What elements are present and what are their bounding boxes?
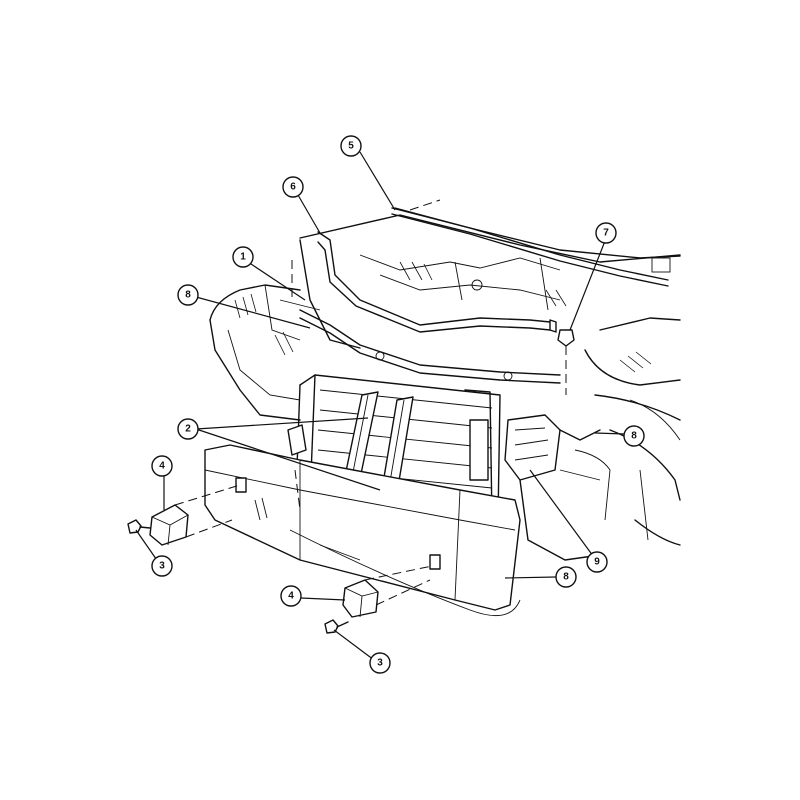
callout-8-lower: 8: [555, 566, 577, 588]
svg-text:8: 8: [563, 572, 569, 583]
left-fender-apron: [209, 260, 321, 421]
callout-1: 1: [232, 246, 254, 268]
bolt-3-lower: [324, 619, 349, 634]
clip-7: [557, 329, 575, 395]
svg-text:3: 3: [159, 561, 165, 572]
air-duct: [504, 414, 601, 561]
callout-5: 5: [340, 135, 362, 157]
bolt-3-left: [127, 519, 151, 534]
front-bumper: [204, 444, 521, 617]
hood-seal-6: [317, 231, 557, 333]
svg-text:1: 1: [240, 252, 246, 263]
callout-3-left: 3: [151, 555, 173, 577]
callout-2: 2: [177, 418, 199, 440]
callout-6: 6: [282, 176, 304, 198]
callout-9: 9: [586, 551, 608, 573]
cowl-seal-5: [391, 199, 669, 287]
svg-text:5: 5: [348, 141, 354, 152]
svg-text:6: 6: [290, 182, 296, 193]
svg-text:4: 4: [288, 591, 294, 602]
svg-text:4: 4: [159, 461, 165, 472]
svg-text:7: 7: [603, 228, 609, 239]
callout-3-lower: 3: [369, 652, 391, 674]
callout-8-upper: 8: [177, 284, 199, 306]
bracket-4-lower: [342, 565, 433, 618]
svg-text:2: 2: [185, 424, 191, 435]
svg-text:9: 9: [594, 557, 600, 568]
svg-text:3: 3: [377, 658, 383, 669]
callout-4-lower: 4: [280, 585, 302, 607]
svg-text:8: 8: [185, 290, 191, 301]
callout-7: 7: [595, 222, 617, 244]
upper-support-1: [299, 309, 561, 384]
svg-text:8: 8: [631, 431, 637, 442]
leader-lines: [135, 151, 626, 664]
callout-8-right: 8: [623, 425, 645, 447]
bracket-4-left: [149, 484, 241, 546]
callout-4-left: 4: [151, 455, 173, 477]
